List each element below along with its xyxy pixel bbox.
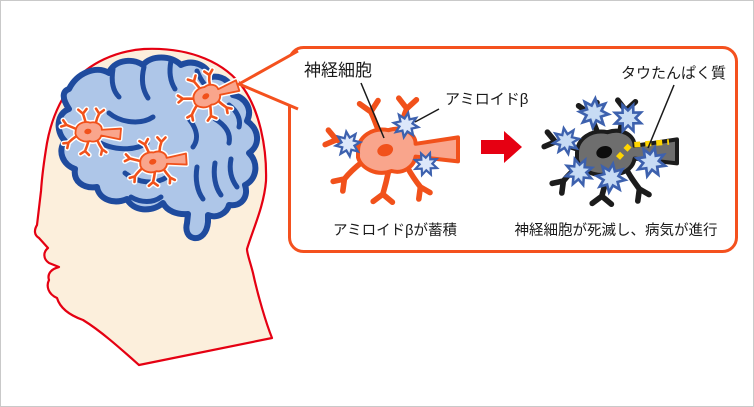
brain-sulcus	[109, 66, 122, 100]
brain-sulcus	[193, 164, 206, 202]
callout-tail	[237, 49, 299, 111]
caption-amyloid-accumulation: アミロイドβが蓄積	[333, 222, 458, 239]
brain-sulcus	[227, 156, 240, 190]
brain-sulcus	[167, 58, 178, 92]
caption-neuron-death: 神経細胞が死滅し、病気が進行	[515, 222, 718, 239]
nerve-cell-pointer-line	[360, 82, 385, 139]
amyloid-beta-label: アミロイドβ	[445, 91, 529, 108]
nerve-cell-label: 神経細胞	[304, 61, 372, 80]
tau-tangle	[615, 139, 670, 160]
brain-sulcus	[139, 64, 151, 101]
brain-sulcus	[122, 170, 170, 185]
tau-protein-label: タウたんぱく質	[621, 64, 726, 82]
brain-sulcus	[128, 194, 164, 204]
progression-arrow-icon	[481, 131, 522, 163]
tau-protein-pointer-line	[647, 84, 675, 149]
amyloid-beta-pointer-line	[414, 108, 440, 123]
brain-sulcus	[211, 160, 224, 198]
brain-sulcus	[106, 110, 156, 125]
